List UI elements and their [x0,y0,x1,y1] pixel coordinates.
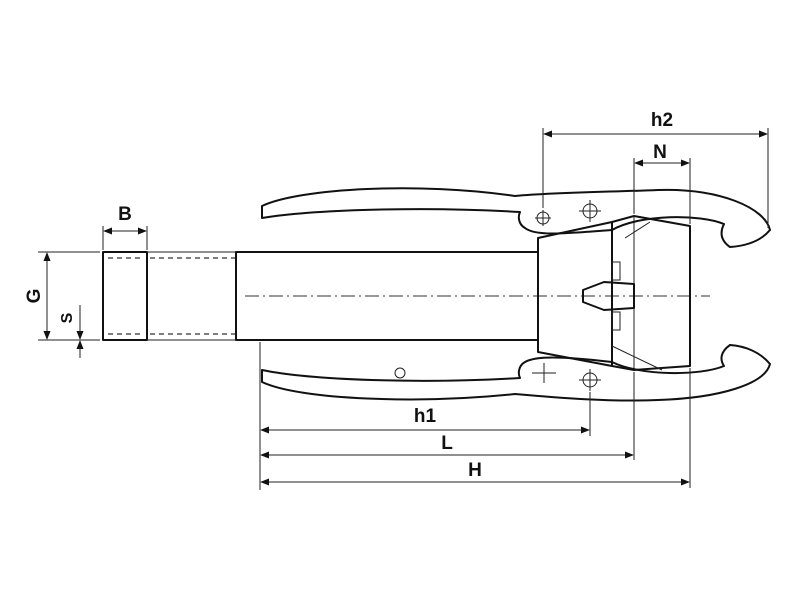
dimension-s: S [59,305,100,358]
dimension-label-n: N [653,142,667,163]
dimension-label-h2: h2 [651,110,673,131]
lower-lever [261,344,771,402]
coupling-head [537,215,691,371]
dimension-label-h: H [468,460,482,481]
dimension-label-h1: h1 [414,406,437,427]
dimension-label-g: G [24,289,45,304]
dimension-h2: h2 [542,110,769,228]
dimension-h1: h1 [260,406,590,434]
dimension-h: H [260,460,690,486]
dimension-g: G [24,251,100,341]
upper-lever [261,187,771,248]
dimension-l: L [260,433,634,459]
dimension-label-l: L [441,433,453,454]
dimension-b: B [102,204,148,250]
dimension-label-b: B [118,204,132,225]
dimension-label-s: S [59,312,76,323]
dimension-n: N [633,142,691,224]
threaded-end [102,251,236,341]
